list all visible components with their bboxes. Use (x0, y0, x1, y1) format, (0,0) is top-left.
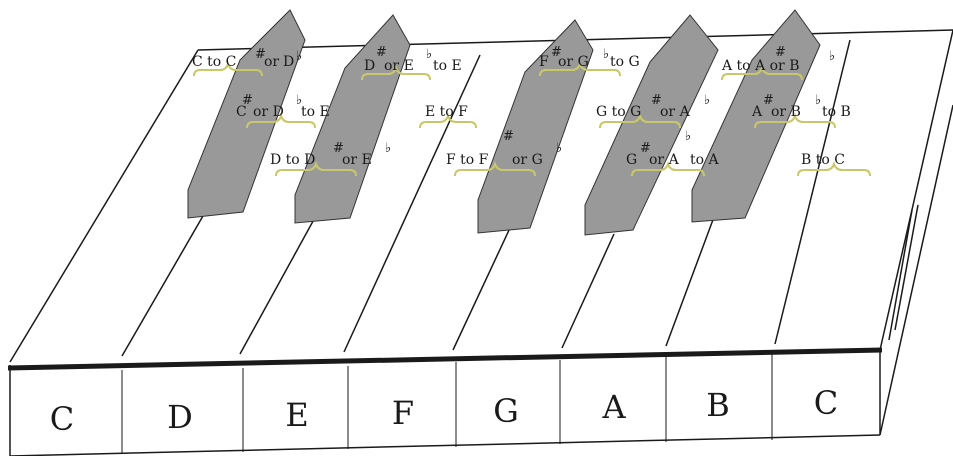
label-c-to-c: C to C (192, 54, 236, 70)
bracket-f-sharp-to-g (539, 60, 621, 77)
label-to-a: to A (690, 152, 720, 168)
label-a-2: A (751, 104, 763, 120)
front-rail (7, 347, 883, 371)
key-letter-g: G (493, 392, 519, 430)
label-d-to-d: D to D (270, 152, 315, 168)
key-letter-b: B (706, 386, 730, 424)
sharp-4: # (775, 45, 786, 60)
label-d-2: D (364, 58, 375, 74)
label-or-b: or B (771, 104, 801, 120)
label-or-g-1: or G (558, 54, 589, 70)
key-letter-a: A (601, 388, 626, 426)
label-to-b: to B (822, 104, 851, 120)
bracket-g-to-g-sharp (599, 112, 681, 129)
interval-labels: C to C # or D ♭ D # or E ♭ to E F # or G… (192, 45, 851, 168)
front-key-dividers (121, 354, 773, 454)
label-f-to-f: F to F (446, 152, 489, 168)
label-or-1: or (264, 54, 279, 70)
key-letter-f: F (392, 394, 414, 432)
flat-10: ♭ (685, 129, 691, 144)
left-edge (9, 49, 199, 363)
label-to-e: to E (433, 58, 462, 74)
flat-1: ♭ (296, 49, 302, 64)
black-keys (187, 9, 821, 236)
black-key-c-sharp (187, 9, 306, 219)
bracket-g-sharp-to-a (631, 160, 705, 177)
front-bottom-edge (9, 434, 881, 457)
bracket-a-to-a-sharp (721, 64, 803, 81)
keyboard-outline (9, 29, 953, 457)
bracket-d-sharp-to-e (361, 64, 431, 81)
label-or-d: or D (253, 104, 284, 120)
flat-7: ♭ (815, 93, 821, 108)
black-key-a-sharp (691, 9, 821, 223)
interval-brackets (193, 60, 871, 177)
label-to-e-2: to E (301, 104, 330, 120)
sharp-8: # (333, 141, 344, 156)
label-a-to-a-or-b: A to A or B (721, 58, 800, 74)
right-inner-edge-1 (894, 204, 919, 331)
key-letter-c: C (50, 400, 74, 438)
bracket-a-sharp-to-b (754, 112, 836, 129)
key-letter-c-high: C (814, 384, 838, 422)
bracket-e-to-f (419, 112, 477, 129)
label-b-to-c: B to C (801, 152, 845, 168)
label-or-g-2: or G (512, 152, 543, 168)
label-c-2: C (236, 104, 247, 120)
black-key-d-sharp (294, 14, 411, 224)
bracket-c-sharp-to-e (246, 112, 316, 129)
flat-4: ♭ (829, 49, 835, 64)
sharp-7: # (763, 93, 774, 108)
flat-2: ♭ (426, 47, 432, 62)
sharp-10: # (640, 141, 651, 156)
flat-6: ♭ (704, 93, 710, 108)
key-letter-d: D (167, 398, 193, 436)
bracket-d-to-d-sharp (275, 160, 357, 177)
right-top-edge (879, 29, 953, 351)
flat-3: ♭ (603, 47, 609, 62)
right-inner-edge-2 (888, 209, 913, 341)
divider-e-f (343, 54, 481, 353)
bracket-b-to-c (797, 160, 871, 177)
label-or-a-1: or A (660, 104, 691, 120)
flat-5: ♭ (296, 93, 302, 108)
label-g-2: G (626, 152, 637, 168)
sharp-3: # (551, 45, 562, 60)
white-key-dividers (121, 39, 851, 357)
label-to-g: to G (610, 54, 640, 70)
black-key-g-sharp (584, 14, 719, 236)
bracket-c-to-c-sharp (193, 60, 263, 77)
divider-c-d (121, 189, 219, 357)
label-e-to-f: E to F (425, 104, 468, 120)
sharp-9: # (503, 129, 514, 144)
right-front-edge (879, 104, 953, 436)
label-d-1: D (283, 54, 294, 70)
flat-8: ♭ (385, 141, 391, 156)
sharp-2: # (376, 45, 387, 60)
label-g-to-g: G to G (596, 104, 641, 120)
divider-b-c (774, 39, 851, 345)
divider-a-b (665, 216, 715, 347)
white-key-letters: C D E F G A B C (50, 384, 838, 438)
sharp-5: # (242, 93, 253, 108)
divider-g-a (561, 233, 615, 349)
flat-9: ♭ (556, 141, 562, 156)
bracket-f-to-f-sharp (454, 160, 536, 177)
key-letter-e: E (285, 396, 308, 434)
sharp-6: # (651, 93, 662, 108)
black-key-f-sharp (477, 19, 594, 234)
label-or-e: or E (384, 58, 414, 74)
label-f-1: F (539, 54, 549, 70)
divider-f-g (452, 227, 511, 351)
label-or-e-2: or E (342, 152, 372, 168)
sharp-1: # (255, 47, 266, 62)
divider-d-e (239, 202, 324, 355)
label-or-a-2: or A (649, 152, 680, 168)
